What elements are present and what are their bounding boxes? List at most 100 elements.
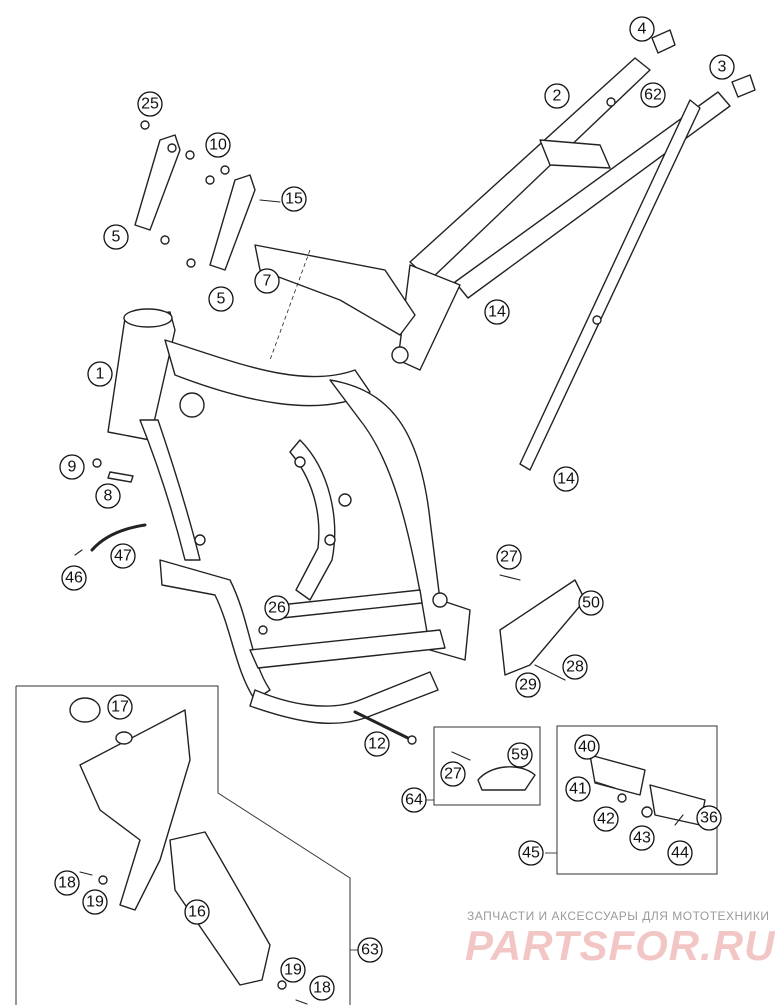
svg-text:2: 2 (553, 88, 562, 105)
cable-tie (115, 731, 133, 745)
washer (277, 980, 287, 990)
kit-box-64 (433, 726, 541, 806)
callout-14: 14 (553, 466, 579, 492)
callout-64: 64 (401, 787, 427, 813)
svg-text:25: 25 (141, 96, 159, 113)
pin (107, 471, 134, 483)
svg-text:50: 50 (582, 595, 600, 612)
svg-text:46: 46 (65, 570, 83, 587)
screw (79, 871, 93, 876)
chain-guide (499, 579, 586, 676)
nut (140, 120, 150, 130)
callout-40: 40 (574, 734, 600, 760)
svg-text:12: 12 (368, 736, 386, 753)
engine-bracket (209, 174, 256, 271)
svg-text:42: 42 (597, 811, 615, 828)
callout-19: 19 (280, 957, 306, 983)
callout-9: 9 (59, 454, 85, 480)
svg-text:36: 36 (700, 810, 718, 827)
svg-text:19: 19 (86, 894, 104, 911)
callout-41: 41 (565, 776, 591, 802)
main-frame (107, 308, 471, 724)
washer (185, 150, 195, 160)
callout-19: 19 (82, 889, 108, 915)
svg-text:10: 10 (209, 137, 227, 154)
callout-15: 15 (281, 186, 307, 212)
footpeg-pin (595, 781, 616, 789)
subframe-end-cap (731, 74, 756, 98)
bolt-head (407, 735, 417, 745)
chain-slider (477, 766, 536, 791)
svg-text:19: 19 (284, 962, 302, 979)
callout-43: 43 (629, 825, 655, 851)
callout-47: 47 (110, 543, 136, 569)
coil-holder (254, 244, 416, 336)
bolt (259, 199, 281, 203)
hose (90, 523, 147, 552)
bolt (451, 751, 471, 761)
svg-text:45: 45 (522, 845, 540, 862)
svg-text:62: 62 (644, 87, 662, 104)
washer (641, 806, 653, 818)
callout-44: 44 (667, 840, 693, 866)
svg-text:29: 29 (519, 677, 537, 694)
bolt (534, 664, 566, 681)
callout-50: 50 (578, 590, 604, 616)
callout-8: 8 (95, 483, 121, 509)
svg-text:5: 5 (112, 229, 121, 246)
svg-text:44: 44 (671, 845, 689, 862)
callout-25: 25 (137, 91, 163, 117)
subframe-end-cap (651, 29, 676, 54)
callout-63: 63 (357, 937, 383, 963)
svg-text:64: 64 (405, 792, 423, 809)
callout-26: 26 (264, 595, 290, 621)
hose-clip (74, 549, 83, 556)
svg-text:26: 26 (268, 600, 286, 617)
watermark-tagline: ЗАПЧАСТИ И АКСЕССУАРЫ ДЛЯ МОТОТЕХНИКИ (467, 909, 769, 923)
engine-bracket (134, 134, 181, 231)
svg-text:27: 27 (444, 766, 462, 783)
svg-text:15: 15 (285, 191, 303, 208)
callout-12: 12 (364, 731, 390, 757)
callout-4: 4 (629, 16, 655, 42)
subframe (391, 57, 731, 471)
washer (160, 235, 170, 245)
svg-text:18: 18 (58, 875, 76, 892)
svg-text:1: 1 (96, 366, 105, 383)
svg-text:43: 43 (633, 830, 651, 847)
svg-text:16: 16 (188, 904, 206, 921)
callout-5: 5 (103, 224, 129, 250)
washer (186, 258, 196, 268)
callout-42: 42 (593, 806, 619, 832)
cable-tie (69, 697, 101, 723)
spring (617, 793, 627, 803)
callout-7: 7 (254, 268, 280, 294)
svg-text:3: 3 (718, 59, 727, 76)
svg-text:59: 59 (511, 747, 529, 764)
cotter-pin (674, 814, 684, 826)
kit-box-63 (15, 685, 351, 1005)
coil-holder-mount-line (269, 249, 311, 361)
kit-box-45 (556, 725, 718, 875)
callout-27: 27 (440, 761, 466, 787)
callout-2: 2 (544, 83, 570, 109)
callout-10: 10 (205, 132, 231, 158)
callout-16: 16 (184, 899, 210, 925)
washer (167, 143, 177, 153)
callout-18: 18 (309, 975, 335, 1001)
callout-14: 14 (484, 299, 510, 325)
svg-text:9: 9 (68, 459, 77, 476)
callout-18: 18 (54, 870, 80, 896)
svg-text:7: 7 (263, 273, 272, 290)
callout-59: 59 (507, 742, 533, 768)
nut (92, 458, 102, 468)
washer (205, 175, 215, 185)
subframe-nut (606, 97, 616, 107)
svg-text:18: 18 (313, 980, 331, 997)
frame-protector (169, 831, 271, 986)
callout-17: 17 (107, 694, 133, 720)
callout-46: 46 (61, 565, 87, 591)
svg-text:14: 14 (488, 304, 506, 321)
callout-36: 36 (696, 805, 722, 831)
